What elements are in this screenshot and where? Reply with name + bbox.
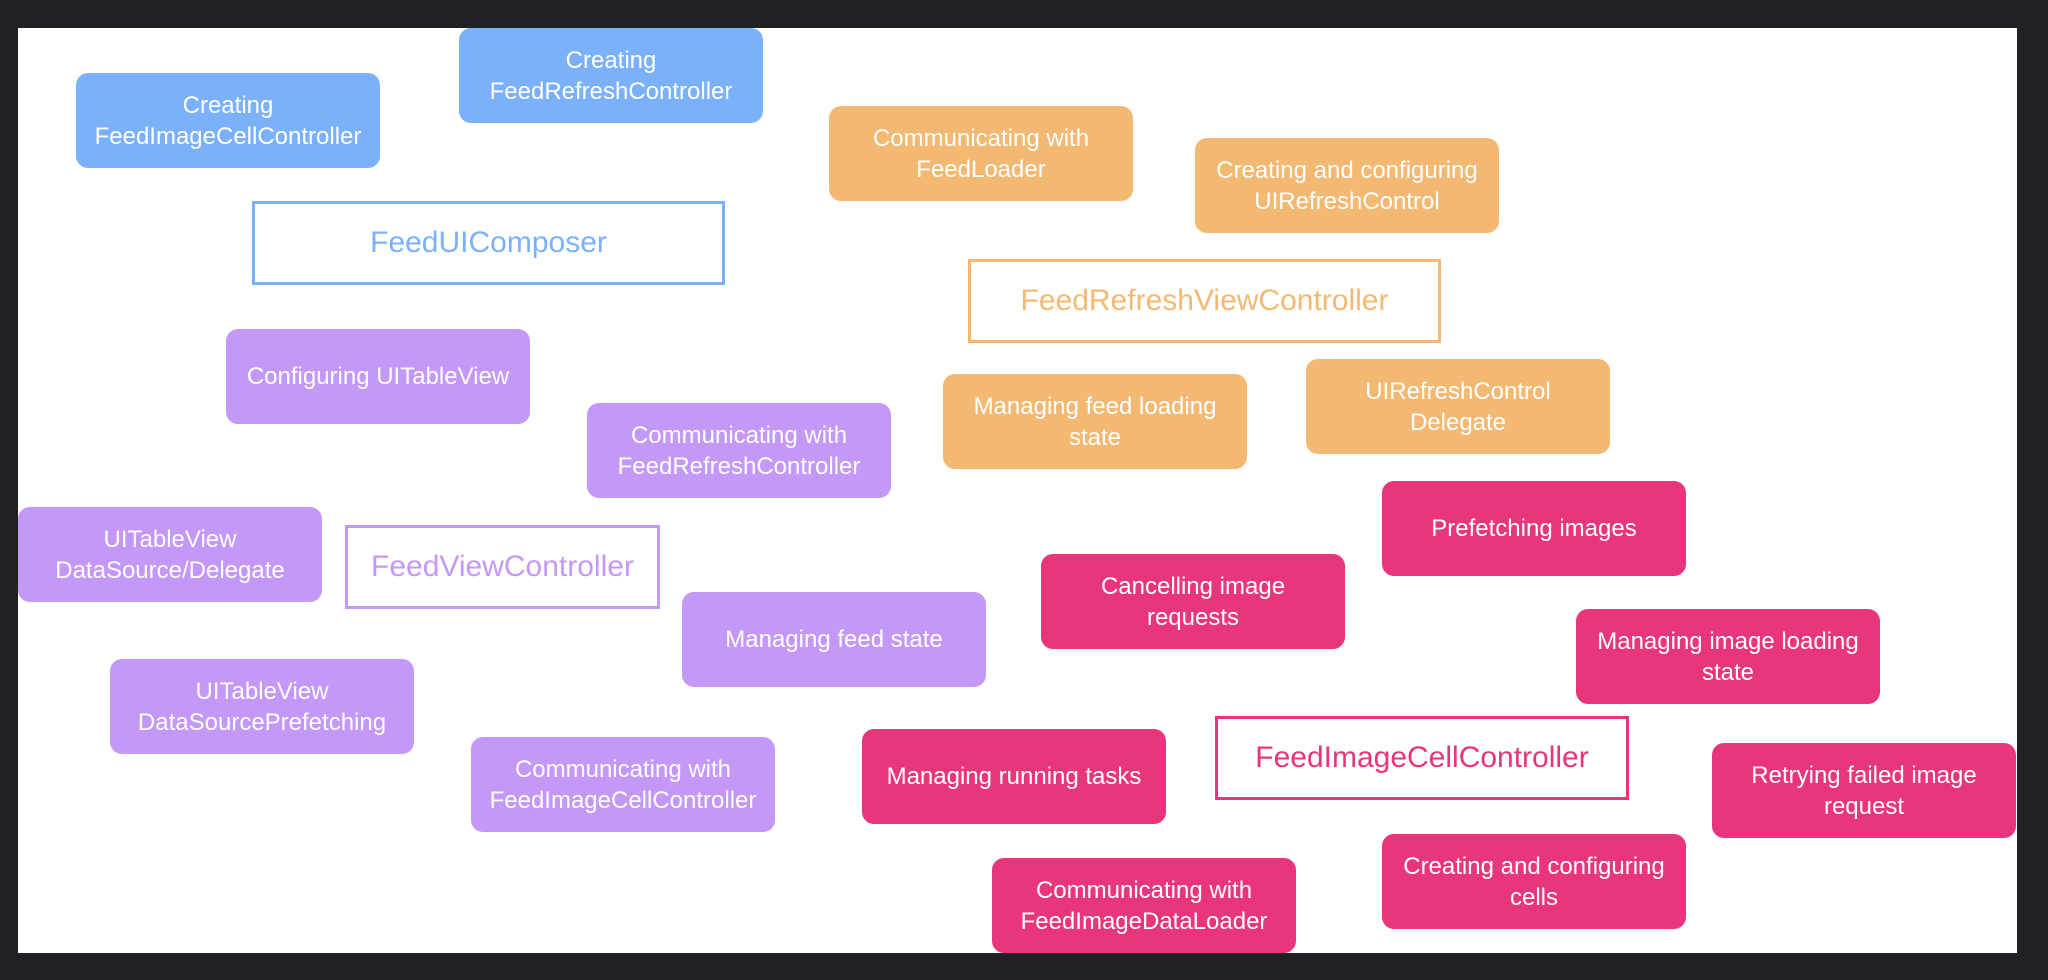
responsibility-uitableview-datasource-prefetching: UITableView DataSourcePrefetching [110, 659, 414, 754]
responsibility-uitableview-datasource-delegate: UITableView DataSource/Delegate [18, 507, 322, 602]
responsibility-communicating-with-feed-loader: Communicating with FeedLoader [829, 106, 1133, 201]
responsibility-retrying-failed-image-request: Retrying failed image request [1712, 743, 2016, 838]
responsibility-managing-running-tasks: Managing running tasks [862, 729, 1166, 824]
responsibility-managing-feed-state: Managing feed state [682, 592, 986, 687]
responsibility-creating-feed-image-cell-controller: Creating FeedImageCellController [76, 73, 380, 168]
responsibility-cancelling-image-requests: Cancelling image requests [1041, 554, 1345, 649]
component-feed-image-cell-controller: FeedImageCellController [1215, 716, 1629, 800]
responsibility-communicating-with-feed-refresh-controller: Communicating with FeedRefreshController [587, 403, 891, 498]
responsibility-configuring-uitableview: Configuring UITableView [226, 329, 530, 424]
responsibility-communicating-with-feed-image-data-loader: Communicating with FeedImageDataLoader [992, 858, 1296, 953]
responsibility-uirefreshcontrol-delegate: UIRefreshControl Delegate [1306, 359, 1610, 454]
responsibility-prefetching-images: Prefetching images [1382, 481, 1686, 576]
responsibility-creating-and-configuring-uirefreshcontrol: Creating and configuring UIRefreshContro… [1195, 138, 1499, 233]
component-feed-refresh-view-controller: FeedRefreshViewController [968, 259, 1441, 343]
responsibility-creating-and-configuring-cells: Creating and configuring cells [1382, 834, 1686, 929]
responsibility-creating-feed-refresh-controller: Creating FeedRefreshController [459, 28, 763, 123]
responsibility-managing-image-loading-state: Managing image loading state [1576, 609, 1880, 704]
component-feed-view-controller: FeedViewController [345, 525, 660, 609]
responsibility-communicating-with-feed-image-cell-controller: Communicating with FeedImageCellControll… [471, 737, 775, 832]
component-feed-ui-composer: FeedUIComposer [252, 201, 725, 285]
diagram-canvas: Creating FeedImageCellController Creatin… [18, 28, 2017, 953]
responsibility-managing-feed-loading-state: Managing feed loading state [943, 374, 1247, 469]
